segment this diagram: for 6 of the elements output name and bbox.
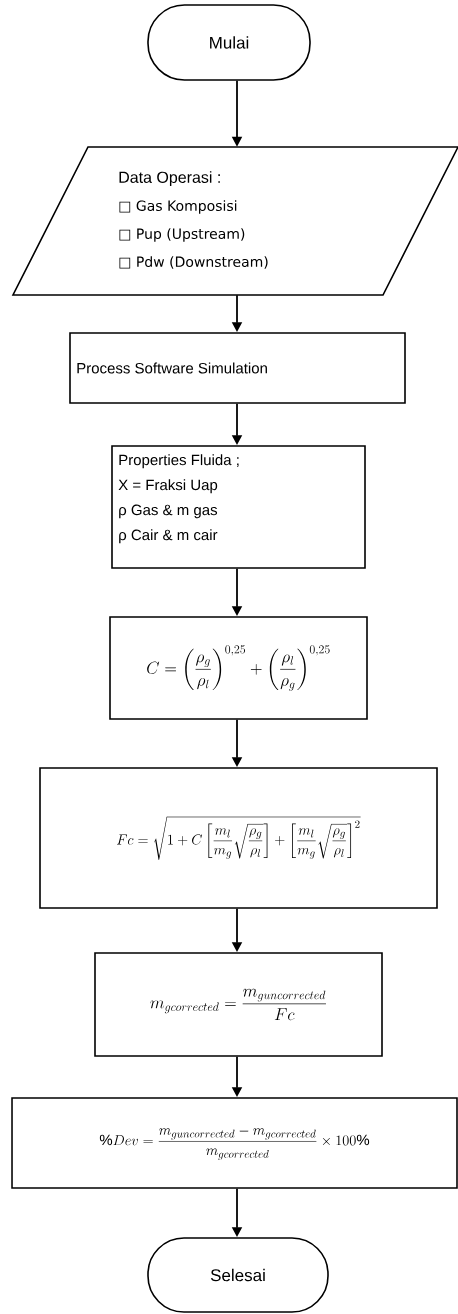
process-box: Process Software Simulation [69,332,406,404]
process-box: Properties Fluida ; X = Fraksi Uap ρ Gas & m gas ρ Cair & m cair [111,445,366,569]
formula-box: $C=\left(\frac{\rho_g}{\rho_l}\right)^{0,25}+\left(\frac{\rho_l}{\rho_g}\right)^{0,25}$ [109,616,368,720]
formula-box: $\%Dev=\frac{m_{guncorrected}-m_{gcorrected}}{m_{gcorrected}}\times 100\%$ [11,1097,458,1189]
formula-box: $Fc=\sqrt{1+C\left[\frac{m_l}{m_g}\sqrt{\frac{\rho_g}{\rho_l}}\right]+\left[\frac{m_l}{m_g}\sqrt{\frac{\rho_g}{\rho_l}}\right]^2}$ [39,767,438,909]
formula-box: $m_{gcorrected}=\frac{m_{guncorrected}}{Fc}$ [94,952,383,1057]
